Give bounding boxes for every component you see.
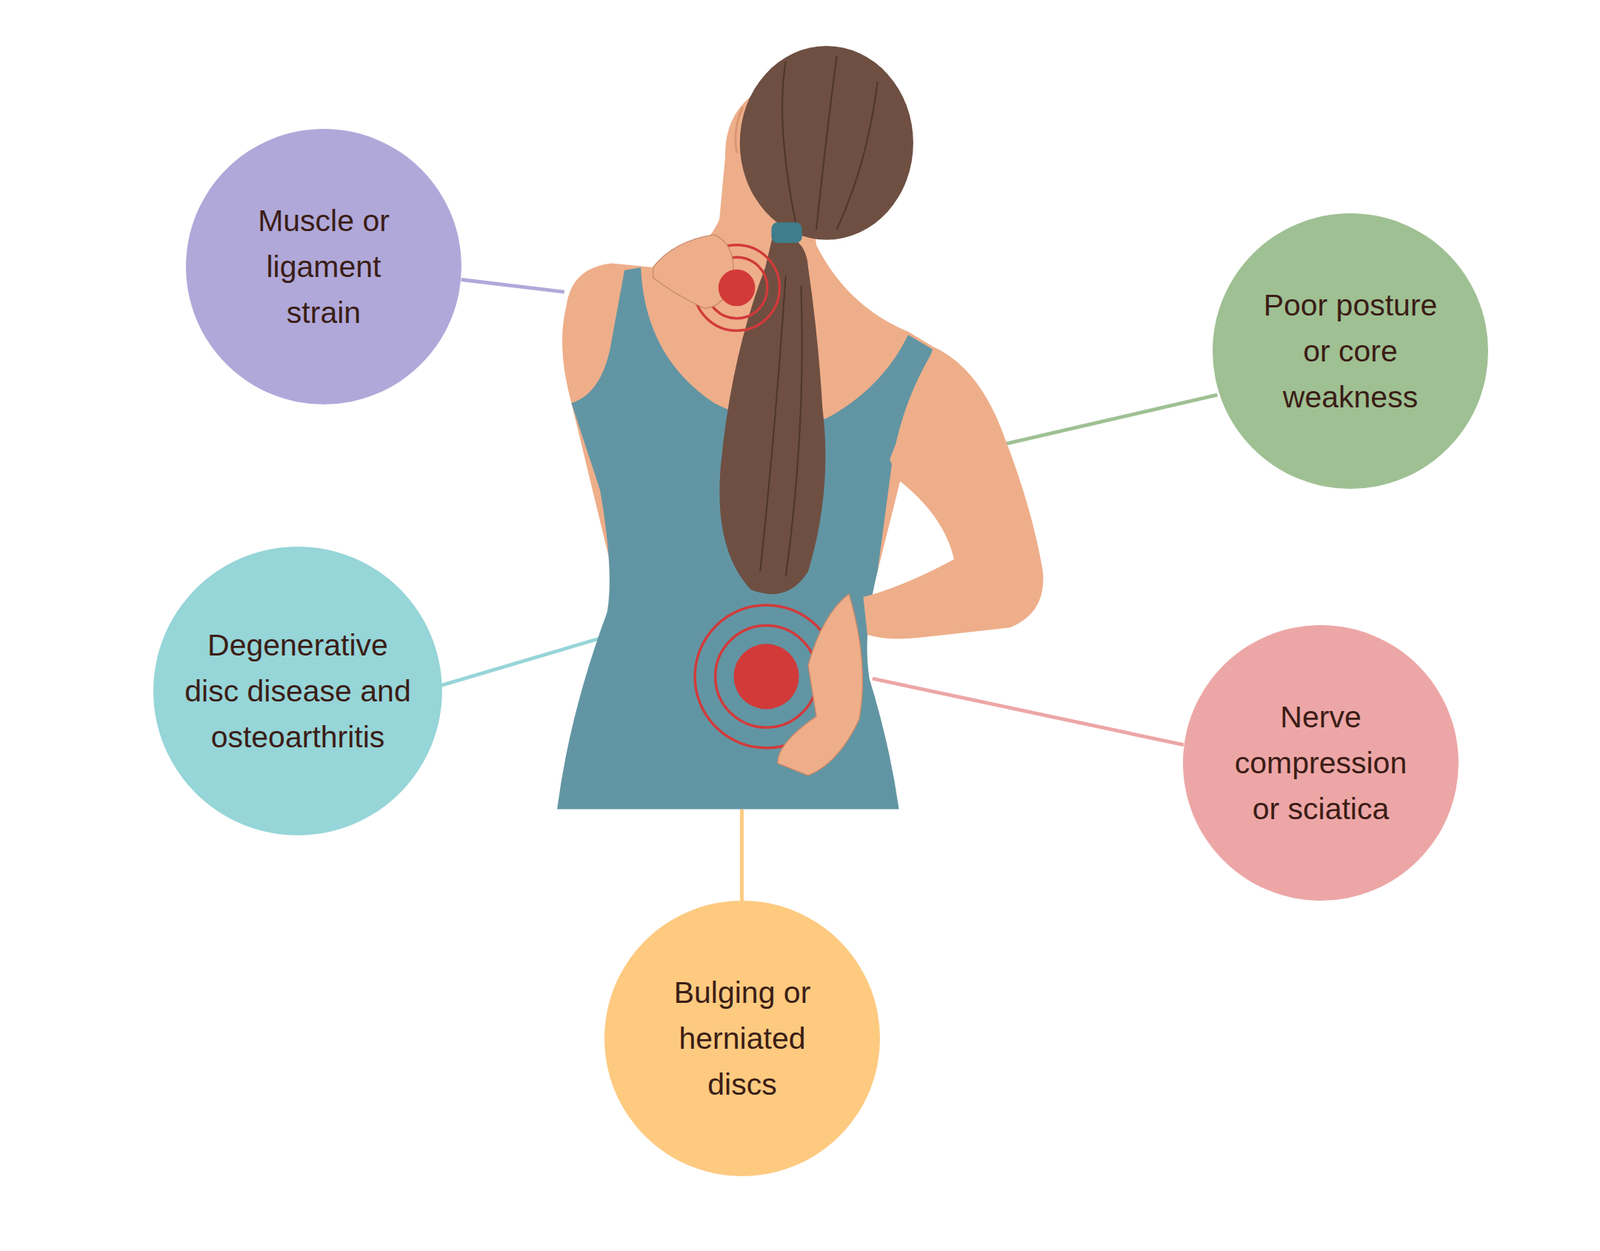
- circle-fill: [1212, 213, 1489, 489]
- circle-fill: [1182, 625, 1459, 901]
- cause-circle: Nerve compression or sciatica: [1182, 625, 1459, 901]
- right-arm: [862, 346, 1043, 639]
- hair-strands: [760, 56, 878, 578]
- circle-fill: [185, 128, 462, 405]
- leader-line: [437, 637, 603, 687]
- leader-line: [740, 808, 744, 902]
- cause-label: Nerve compression or sciatica: [1223, 694, 1418, 832]
- leader-line: [872, 678, 1184, 746]
- cause-label: Bulging or herniated discs: [653, 969, 832, 1108]
- hair-bun: [740, 45, 914, 240]
- cause-label: Poor posture or core weakness: [1253, 282, 1448, 420]
- cause-circle: Poor posture or core weakness: [1212, 213, 1489, 489]
- hair-tie: [771, 222, 802, 243]
- circle-fill: [604, 900, 880, 1177]
- circle-fill: [153, 546, 443, 836]
- cause-label: Degenerative disc disease and osteoarthr…: [180, 622, 415, 760]
- cause-circle: Muscle or ligament strain: [185, 128, 462, 405]
- leader-line: [1005, 394, 1218, 444]
- pain-dot-neck: [718, 269, 756, 307]
- woman-figure: [557, 45, 1043, 809]
- cause-label: Muscle or ligament strain: [234, 197, 413, 336]
- leader-line: [461, 280, 565, 293]
- cause-circle: Degenerative disc disease and osteoarthr…: [153, 546, 443, 836]
- right-hand: [777, 594, 863, 776]
- cause-circle: Bulging or herniated discs: [604, 900, 880, 1177]
